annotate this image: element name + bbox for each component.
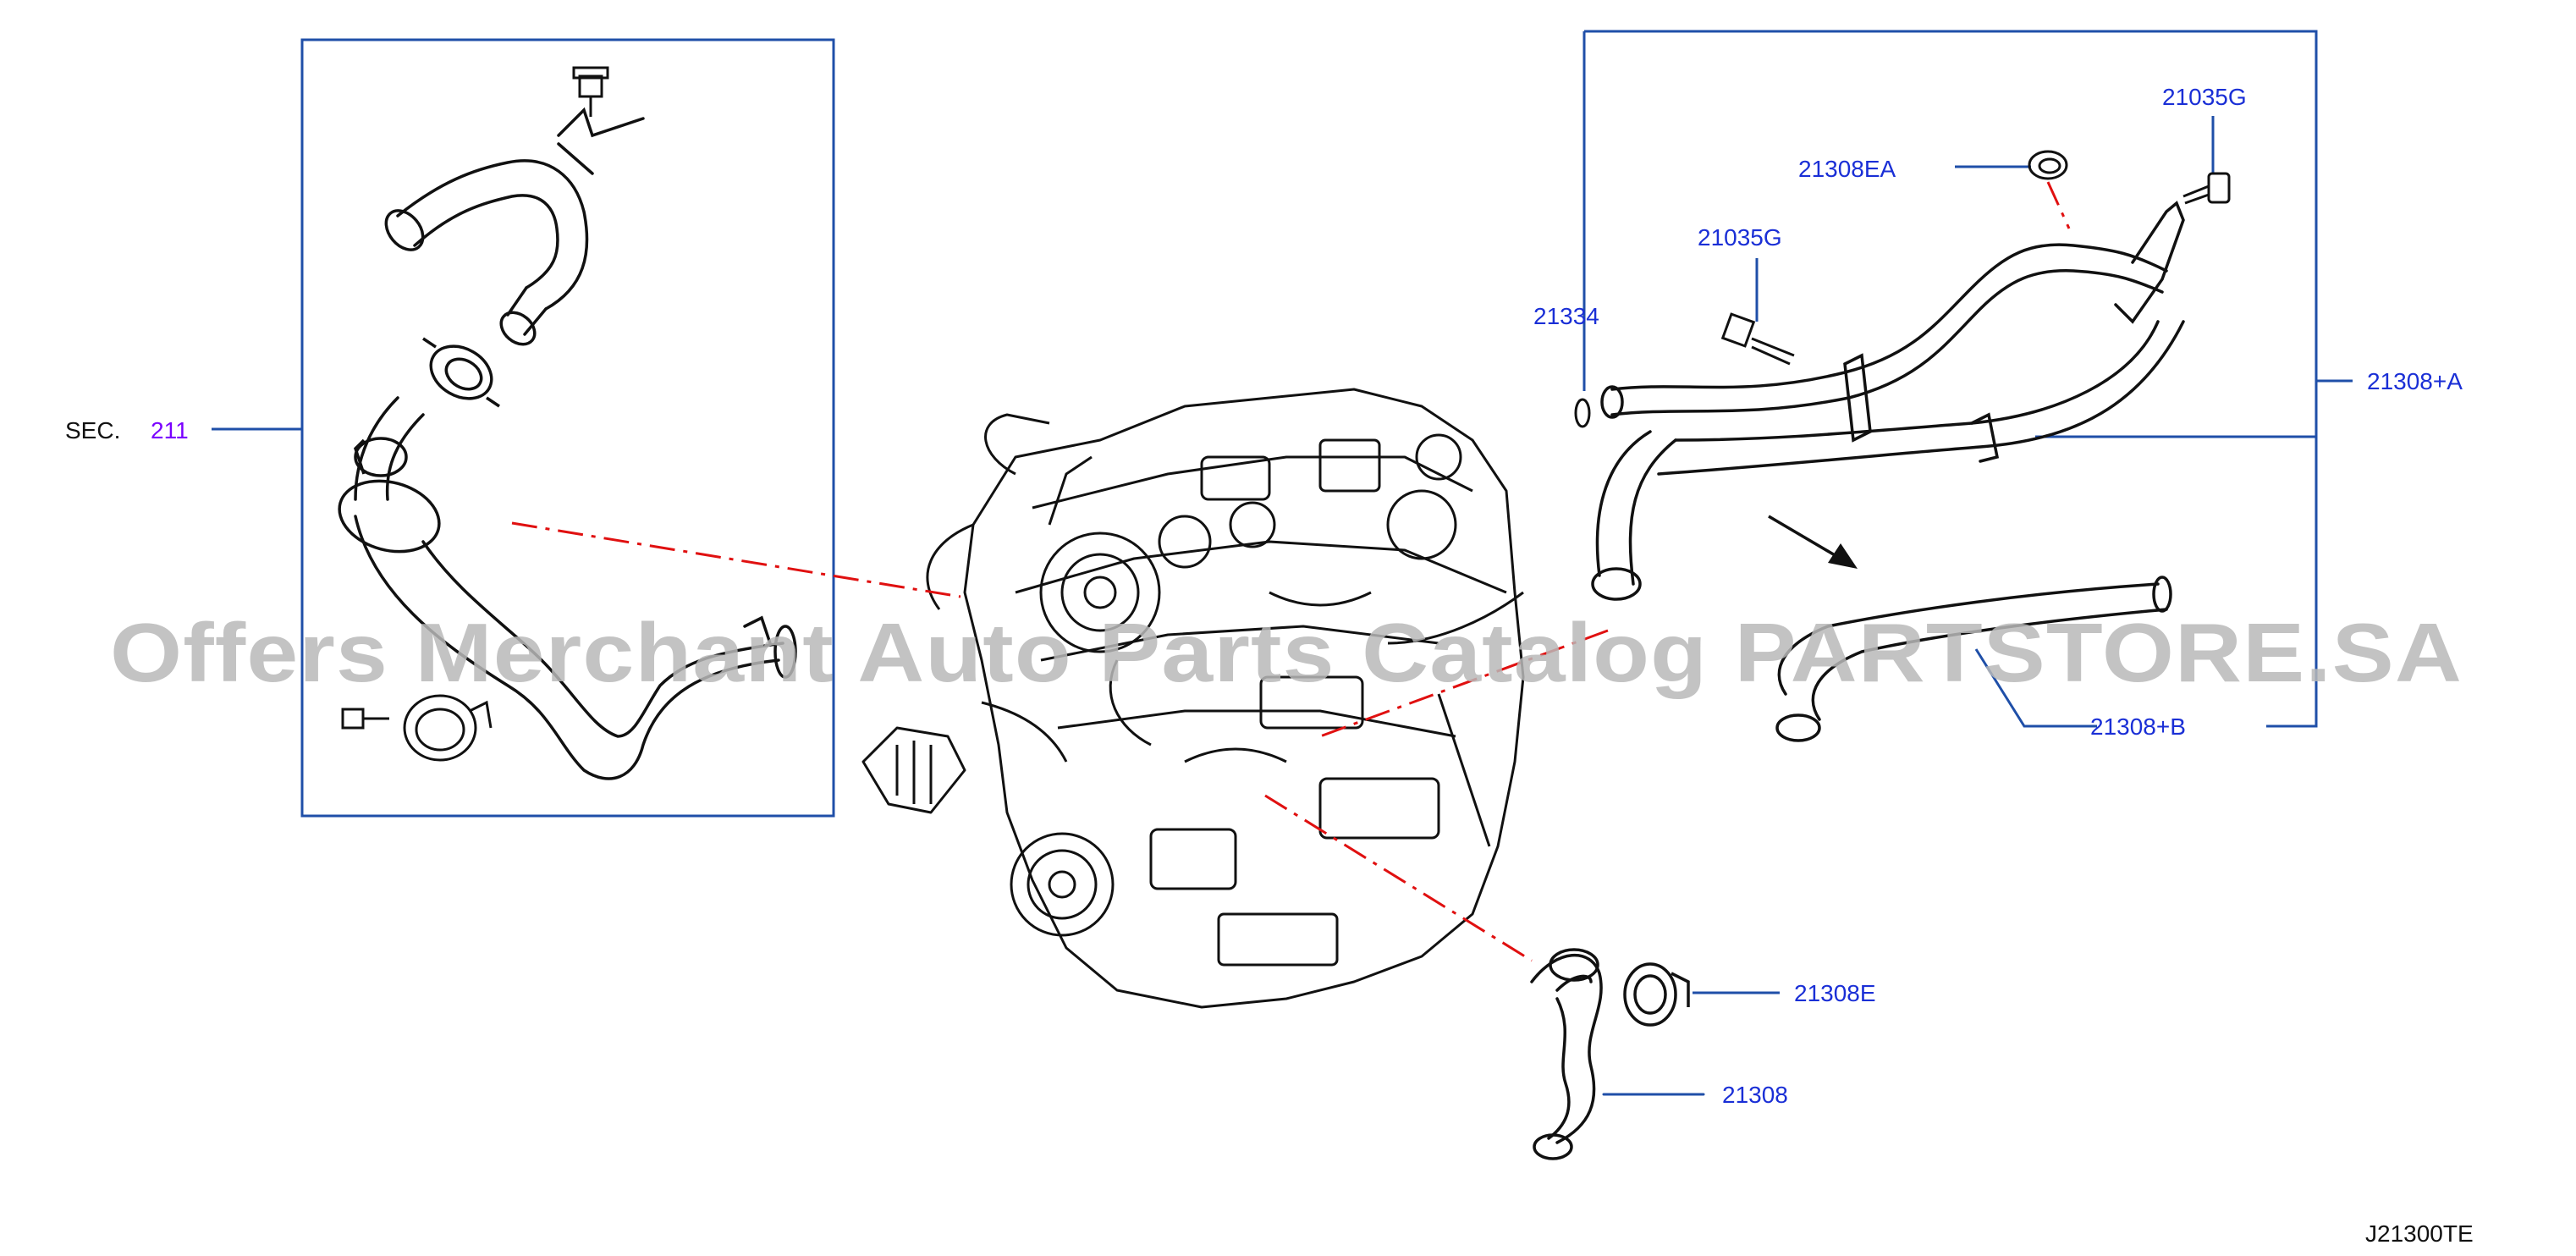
lower-hose	[338, 396, 797, 780]
21308b-leader	[1974, 648, 2097, 728]
callout-21035g-right[interactable]: 21035G	[2162, 84, 2247, 110]
watermark: Offers Merchant Auto Parts Catalog PARTS…	[110, 606, 2463, 699]
leader-lines	[511, 181, 2071, 962]
lower-bolt-and-clamp	[341, 694, 493, 762]
hose-21308	[1530, 948, 1705, 1160]
callout-21308[interactable]: 21308	[1722, 1082, 1788, 1108]
bolt-21035g-left	[1720, 312, 1795, 366]
leader-right-to-engine	[1319, 629, 1609, 738]
left-group	[212, 38, 835, 818]
sec-number-link[interactable]: 211	[151, 417, 189, 443]
left-group-frame	[300, 38, 835, 818]
bolt-21035g-right	[2182, 172, 2231, 205]
clip-21308ea	[2028, 150, 2068, 180]
sec-prefix-label: SEC.	[65, 417, 120, 443]
diagram-code: J21300TE	[2365, 1220, 2474, 1247]
right-group-frame	[1584, 30, 2318, 728]
right-group	[1574, 30, 2353, 742]
leader-lower-to-engine	[1264, 794, 1533, 962]
callout-21308ea[interactable]: 21308EA	[1798, 156, 1896, 182]
hose-clamps	[353, 337, 500, 477]
callout-21035g-left[interactable]: 21035G	[1698, 224, 1782, 251]
clamp-21308e	[1623, 962, 1780, 1027]
leader-left-to-engine	[511, 521, 961, 598]
pipe-21308a	[1591, 201, 2185, 601]
callout-21308b[interactable]: 21308+B	[2090, 713, 2186, 740]
direction-arrow	[1768, 515, 1858, 569]
upper-hose	[384, 107, 645, 346]
callout-21334[interactable]: 21334	[1533, 303, 1599, 329]
engine-assembly	[861, 388, 1525, 1009]
upper-bolt	[572, 66, 609, 117]
callout-21308a[interactable]: 21308+A	[2367, 368, 2463, 394]
pipe-21308b	[1775, 576, 2172, 742]
callout-21308e[interactable]: 21308E	[1794, 980, 1876, 1006]
cam-pulley	[1039, 532, 1161, 653]
leader-clip	[2046, 181, 2071, 229]
crank-pulley	[1010, 832, 1115, 937]
oring-21334	[1574, 398, 1591, 428]
